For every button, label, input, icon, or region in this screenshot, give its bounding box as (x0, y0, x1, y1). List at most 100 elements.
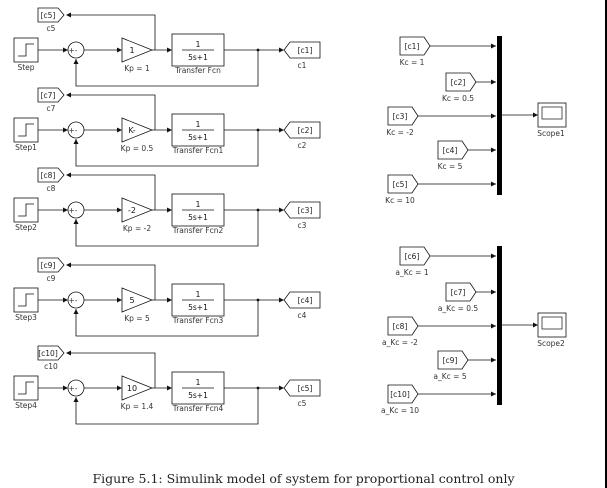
from-tag (387, 384, 419, 404)
mux-group-1: [c1]Kc = 1[c2]Kc = 0.5[c3]Kc = -2[c4]Kc … (385, 36, 567, 205)
arrowhead (167, 297, 172, 303)
from-tag-name: c10 (44, 362, 58, 371)
from-tag-c5-label: [c5] (41, 11, 56, 20)
arrowhead (117, 297, 122, 303)
sum-signs: +- (69, 296, 78, 305)
arrowhead (117, 385, 122, 391)
from-tag-label: [c10] (390, 390, 410, 399)
scope-label: Scope1 (537, 129, 565, 138)
scope-screen (541, 106, 563, 120)
from-tag-name: Kc = -2 (386, 128, 414, 137)
tf-label: Transfer Fcn3 (172, 316, 224, 325)
figure-caption: Figure 5.1: Simulink model of system for… (92, 471, 515, 486)
arrowhead (491, 79, 496, 85)
tf-label: Transfer Fcn2 (172, 226, 224, 235)
from-tag (387, 106, 419, 126)
gain-block (121, 117, 154, 143)
wire (75, 388, 259, 425)
from-tag-label: [c2] (451, 78, 466, 87)
tf-denominator: 5s+1 (188, 213, 208, 222)
arrowhead (279, 297, 284, 303)
mux-block (497, 246, 502, 405)
from-tag-c7-label: [c7] (41, 91, 56, 100)
from-tag (399, 36, 431, 56)
from-tag-name: a_Kc = -2 (382, 338, 418, 347)
from-tag-label: [c8] (393, 322, 408, 331)
from-tag-name: Kc = 1 (400, 58, 425, 67)
goto-tag-name: c4 (298, 311, 307, 320)
goto-tag-c3-label: [c3] (298, 206, 313, 215)
from-tag-name: c7 (47, 104, 56, 113)
arrowhead (491, 147, 496, 153)
wire (70, 174, 156, 210)
arrowhead (66, 92, 71, 98)
arrowhead (63, 385, 68, 391)
arrowhead (279, 207, 284, 213)
gain-block (121, 287, 154, 313)
arrowhead (167, 47, 172, 53)
arrowhead (73, 139, 79, 144)
arrowhead (117, 47, 122, 53)
gain-value: -2 (128, 206, 136, 215)
tf-denominator: 5s+1 (188, 303, 208, 312)
from-tag (399, 246, 431, 266)
tf-label: Transfer Fcn4 (172, 404, 224, 413)
tf-label: Transfer Fcn1 (172, 146, 224, 155)
from-tag-name: a_Kc = 0.5 (438, 304, 479, 313)
goto-tag-c3 (283, 201, 321, 219)
goto-tag-c4-label: [c4] (298, 296, 313, 305)
transfer-function-block (171, 113, 225, 147)
gain-block (121, 37, 154, 63)
step-icon (18, 381, 34, 395)
goto-tag-c5-label: [c5] (298, 384, 313, 393)
from-tag-c7 (37, 87, 65, 103)
gain-value: 5 (129, 296, 134, 305)
from-tag (437, 350, 469, 370)
arrowhead (533, 112, 538, 118)
from-tag-c8-label: [c8] (41, 171, 56, 180)
gain-value: 1 (129, 46, 134, 55)
arrowhead (167, 385, 172, 391)
arrowhead (66, 262, 71, 268)
junction-dot (256, 386, 260, 390)
step-label: Step2 (15, 223, 37, 232)
step-label: Step (17, 63, 34, 72)
from-tag-label: [c9] (443, 356, 458, 365)
scope-screen (541, 316, 563, 330)
wire (75, 210, 259, 247)
tf-denominator: 5s+1 (188, 53, 208, 62)
from-tag-c10-label: [c10] (38, 349, 58, 358)
from-tag-name: Kc = 10 (385, 196, 415, 205)
from-tag-name: a_Kc = 10 (381, 406, 419, 415)
mux-group-2: [c6]a_Kc = 1[c7]a_Kc = 0.5[c8]a_Kc = -2[… (381, 246, 567, 415)
arrowhead (491, 181, 496, 187)
goto-tag-c1 (283, 41, 321, 59)
arrowhead (491, 357, 496, 363)
arrowhead (63, 297, 68, 303)
arrowhead (167, 207, 172, 213)
arrowhead (279, 385, 284, 391)
wire (70, 14, 156, 50)
arrowhead (491, 289, 496, 295)
from-tag-label: [c3] (393, 112, 408, 121)
tf-numerator: 1 (196, 200, 201, 209)
arrowhead (279, 47, 284, 53)
goto-tag-name: c5 (298, 399, 307, 408)
goto-tag-c5 (283, 379, 321, 397)
goto-tag-name: c1 (298, 61, 307, 70)
gain-label: Kp = 5 (124, 314, 150, 323)
from-tag-name: c9 (47, 274, 56, 283)
sum-signs: +- (69, 46, 78, 55)
scope-label: Scope2 (537, 339, 565, 348)
arrowhead (491, 253, 496, 259)
arrowhead (117, 127, 122, 133)
junction-dot (256, 128, 260, 132)
arrowhead (491, 43, 496, 49)
gain-block (121, 197, 154, 223)
from-tag (387, 174, 419, 194)
from-tag-c9 (37, 257, 65, 273)
wire (70, 352, 156, 388)
